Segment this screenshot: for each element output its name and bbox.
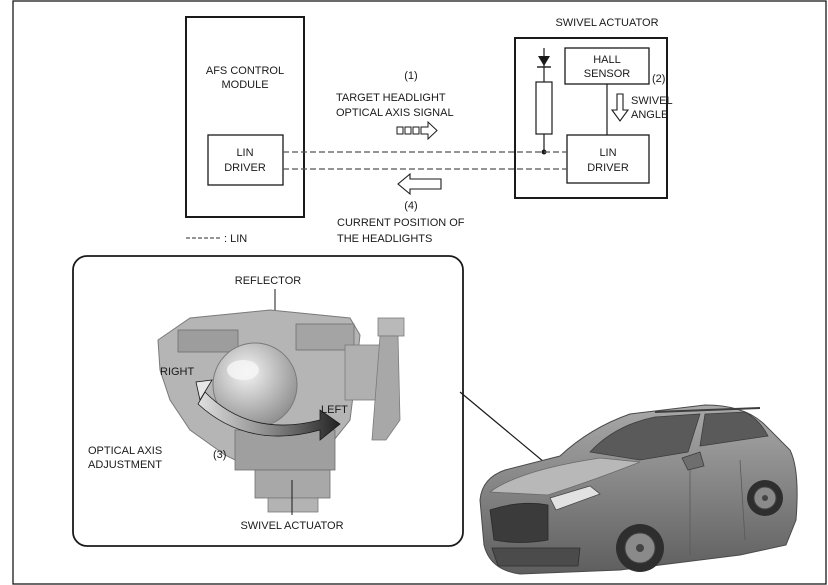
afs-control-module: AFS CONTROL MODULE LIN DRIVER [185,16,305,218]
afs-module-title-line2: MODULE [221,79,268,91]
hall-sensor-line1: HALL [593,54,621,66]
left-label: LEFT [321,404,348,416]
target-signal-arrow-icon [396,120,438,141]
swivel-actuator-block: SWIVEL ACTUATOR HALL SENSOR LIN DRIVER (… [514,17,673,199]
rear-wheel-icon [747,480,783,516]
step4-number: (4) [404,200,417,212]
reflector-detail-panel: REFLECTOR RIGHT LEFT OPTICAL AXIS ADJUST… [72,255,464,547]
outer-frame [12,0,827,585]
right-label: RIGHT [160,366,195,378]
actuator-lin-driver-line2: DRIVER [587,162,629,174]
diode-symbol-icon [535,48,553,155]
swivel-angle-line1: SWIVEL [631,95,673,107]
lin-legend-label: : LIN [224,233,247,245]
step3-number: (3) [213,449,226,461]
actuator-lin-driver-line1: LIN [599,147,616,159]
reflector-label: REFLECTOR [235,275,301,287]
hall-sensor-line2: SENSOR [584,68,631,80]
afs-lin-driver-line1: LIN [236,147,253,159]
current-position-arrow-icon [397,172,442,196]
rotation-arrow-icon [195,379,341,441]
swivel-actuator-title: SWIVEL ACTUATOR [555,17,658,29]
front-wheel-icon [616,524,664,572]
suv-car-illustration [479,404,798,575]
swivel-angle-line2: ANGLE [631,109,668,121]
afs-module-title-line1: AFS CONTROL [206,65,284,77]
step1-number: (1) [404,70,417,82]
afs-lin-driver-line2: DRIVER [224,162,266,174]
lin-legend: : LIN [186,233,247,245]
lin-bus-lines [283,151,567,170]
optical-axis-line1: OPTICAL AXIS [88,445,162,457]
step4-line1: CURRENT POSITION OF [337,217,465,229]
swivel-angle-arrow-icon [610,93,630,122]
swivel-actuator-detail-label: SWIVEL ACTUATOR [240,520,343,532]
step1-line2: OPTICAL AXIS SIGNAL [336,107,454,119]
step1-line1: TARGET HEADLIGHT [336,92,446,104]
optical-axis-line2: ADJUSTMENT [88,459,162,471]
step2-number: (2) [652,73,665,85]
step4-line2: THE HEADLIGHTS [337,233,432,245]
